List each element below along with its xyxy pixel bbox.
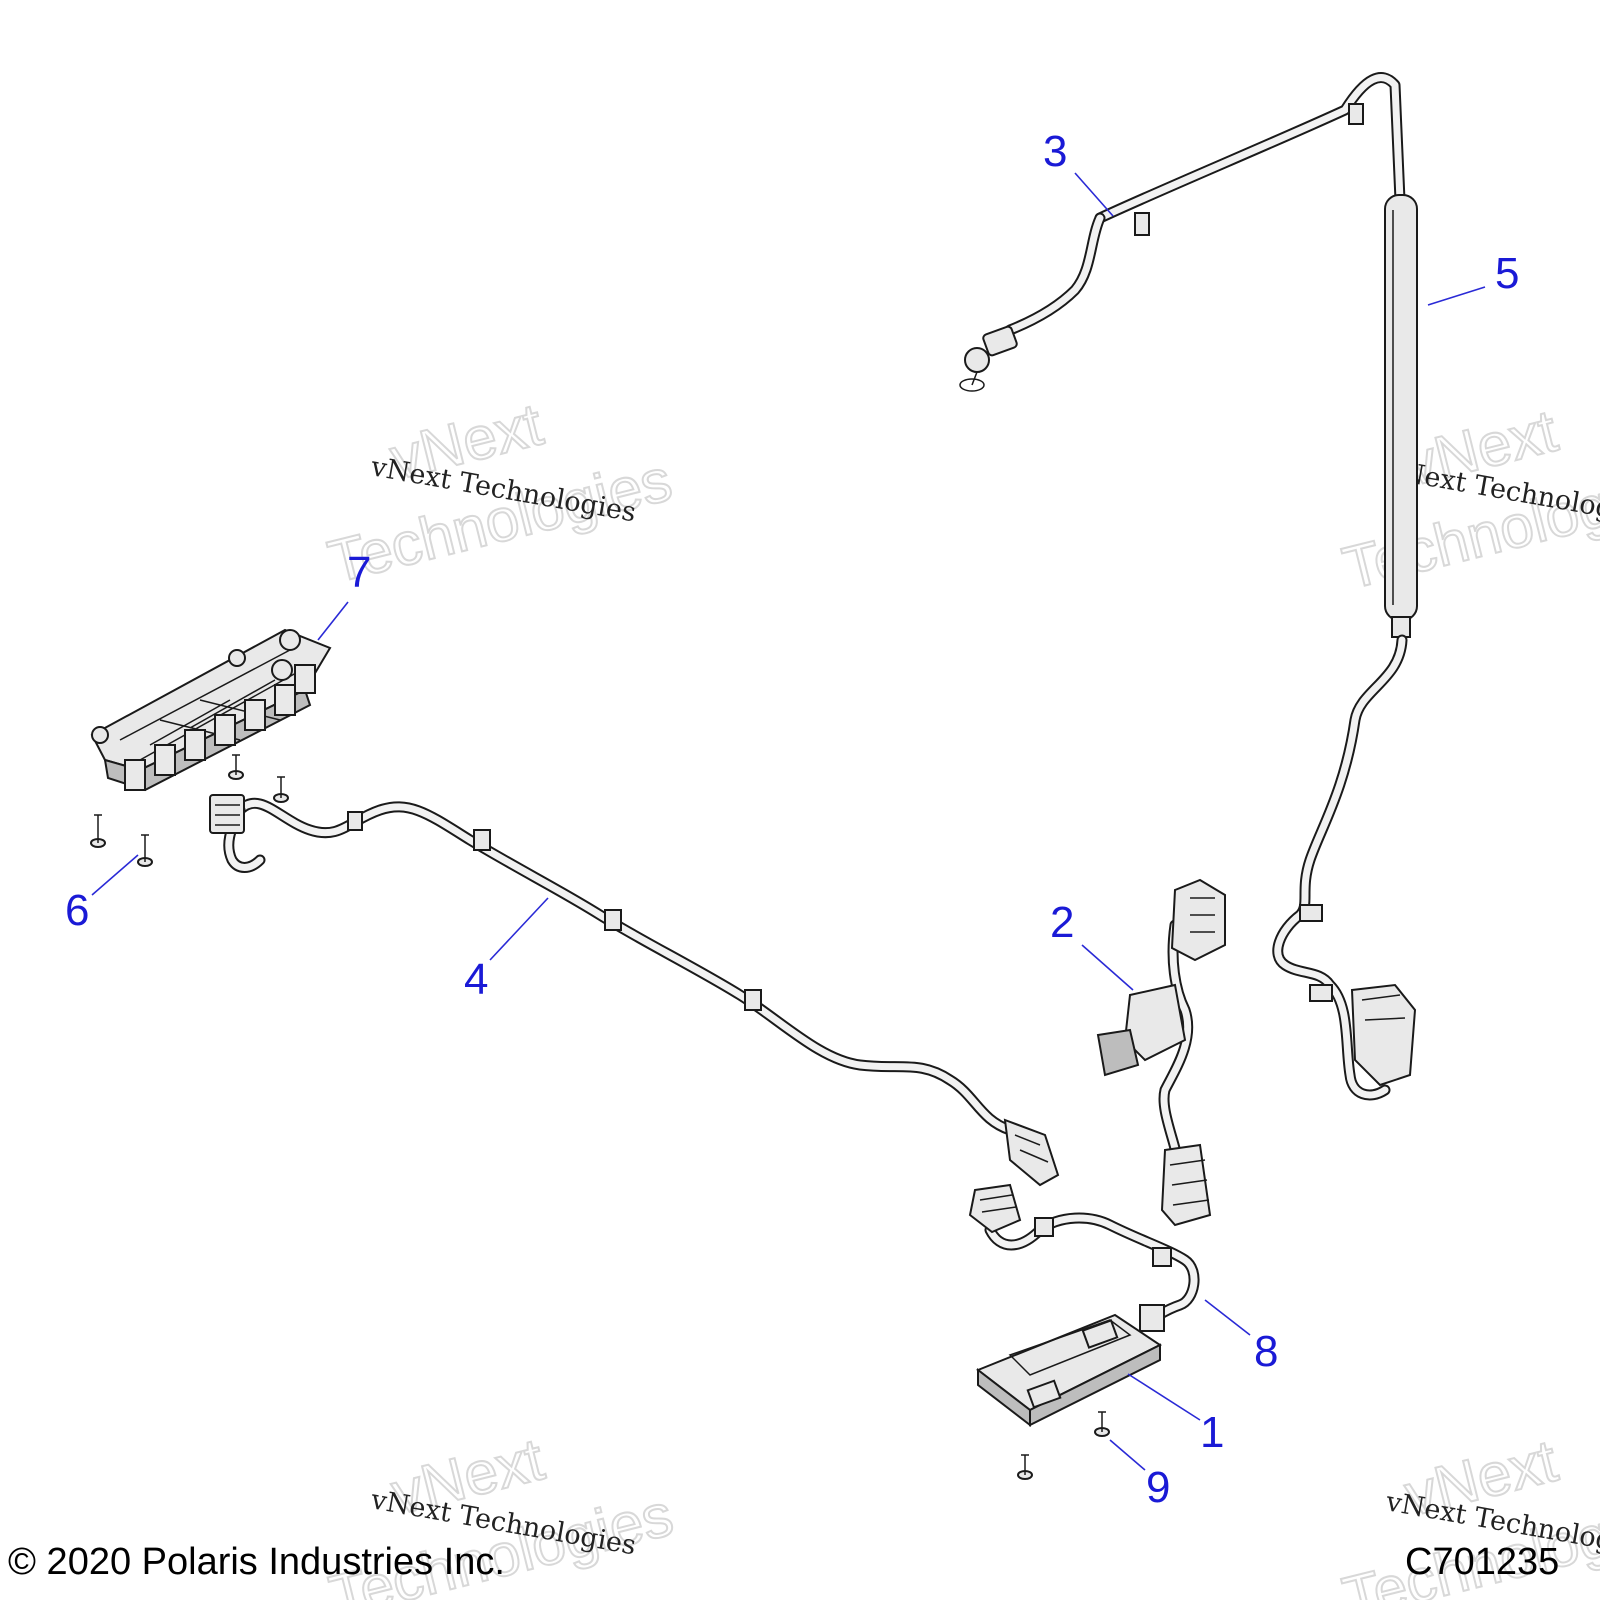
bracket: [90, 628, 332, 792]
cavity: [184, 729, 206, 761]
leader-4: [489, 897, 549, 961]
harness-connector: [968, 1183, 1022, 1234]
harness-connector: [1350, 983, 1417, 1087]
main-harness: [209, 794, 1060, 1187]
harness-connector: [982, 325, 1018, 357]
callout-3: 3: [1043, 127, 1067, 176]
harness-clip: [1034, 1217, 1054, 1237]
harness-connector: [1160, 1143, 1212, 1227]
harness-clip: [473, 829, 491, 851]
cavity: [274, 684, 296, 716]
harness-clip: [1299, 904, 1323, 922]
harness-connector: [1096, 1028, 1140, 1077]
leader-1: [1127, 1373, 1201, 1421]
upper-harness: [959, 72, 1406, 392]
screw: [1017, 1411, 1110, 1480]
callout-8: 8: [1254, 1327, 1278, 1376]
callout-9: 9: [1146, 1463, 1170, 1512]
upper-harness-lower-run: [1272, 634, 1417, 1101]
harness-connector: [1003, 1118, 1060, 1187]
cavity: [154, 744, 176, 776]
callout-7: 7: [347, 548, 371, 597]
copyright-text: © 2020 Polaris Industries Inc.: [8, 1541, 505, 1583]
harness-clip: [347, 811, 363, 831]
leader-8: [1204, 1299, 1251, 1336]
sleeve: [1384, 194, 1418, 638]
leader-7: [317, 601, 349, 641]
connector-harness: [1096, 878, 1226, 1227]
callout-4: 4: [464, 955, 488, 1004]
leader-2: [1081, 944, 1134, 991]
harness-connector: [1170, 878, 1226, 962]
harness-clip: [744, 989, 762, 1011]
harness-connector: [209, 794, 245, 834]
module: [976, 1313, 1162, 1428]
harness-clip: [1134, 212, 1150, 236]
harness-clip: [1309, 984, 1333, 1002]
cavity: [294, 664, 316, 694]
screw: [90, 754, 289, 867]
cavity: [214, 714, 236, 746]
jumper-harness: [968, 1183, 1200, 1332]
harness-clip: [1348, 103, 1364, 125]
diagram-code: C701235: [1405, 1541, 1559, 1583]
leader-9: [1109, 1439, 1146, 1471]
leader-3: [1074, 172, 1114, 217]
cavity: [244, 699, 266, 731]
harness-clip: [1152, 1247, 1172, 1267]
callout-numbers: 1 2 3 4 5 6 7 8 9: [65, 127, 1519, 1512]
leader-6: [91, 854, 139, 896]
harness-clip: [604, 909, 622, 931]
leader-5: [1427, 286, 1486, 306]
ring-terminal: [964, 347, 990, 373]
leader-lines: [91, 172, 1486, 1471]
callout-6: 6: [65, 886, 89, 935]
cavity: [124, 759, 146, 791]
callout-2: 2: [1050, 898, 1074, 947]
callout-5: 5: [1495, 249, 1519, 298]
harness-connector: [1139, 1304, 1165, 1332]
callout-1: 1: [1200, 1408, 1224, 1457]
